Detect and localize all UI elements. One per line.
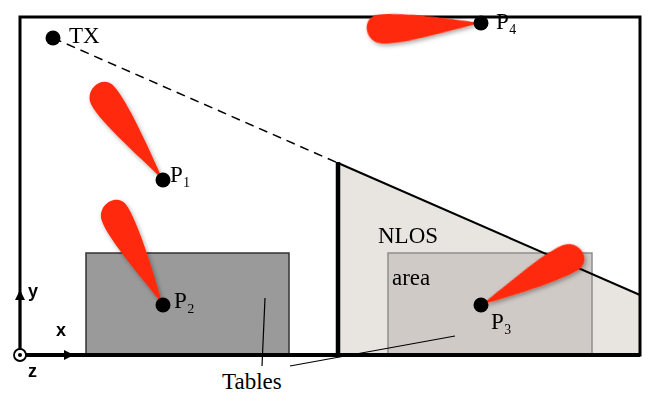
callout-label: Tables (222, 370, 282, 393)
floor-line (20, 353, 640, 357)
axis-label: z (28, 362, 37, 380)
point-label: P₄ (496, 10, 517, 33)
axis-label: y (28, 282, 38, 300)
z-axis-dot (18, 353, 22, 357)
tx-label: TX (69, 24, 100, 47)
leader-line (262, 298, 265, 366)
y-axis (19, 292, 22, 350)
table-left (86, 253, 289, 355)
room-outline (20, 17, 640, 355)
shadow-boundary (338, 163, 640, 295)
region-label: area (392, 266, 430, 289)
nlos-region (338, 163, 640, 355)
point-label: P₃ (491, 310, 512, 333)
point-label: P₁ (170, 163, 191, 186)
beam-lobe (474, 238, 589, 318)
wall (336, 162, 341, 355)
points (46, 16, 489, 313)
tx-point (46, 31, 61, 46)
beam-lobes (83, 8, 589, 318)
rx-point (156, 298, 171, 313)
point-label: P₂ (174, 289, 195, 312)
beam-lobe (95, 195, 176, 312)
rx-point (474, 298, 489, 313)
beam-lobe (83, 77, 175, 189)
beam-lobe (366, 8, 482, 44)
region-label: NLOS (378, 224, 438, 247)
x-axis (25, 354, 72, 357)
rx-point (474, 16, 489, 31)
z-axis (14, 349, 26, 361)
rx-point (156, 173, 171, 188)
axis-label: x (56, 321, 66, 339)
leader-line (290, 336, 455, 366)
